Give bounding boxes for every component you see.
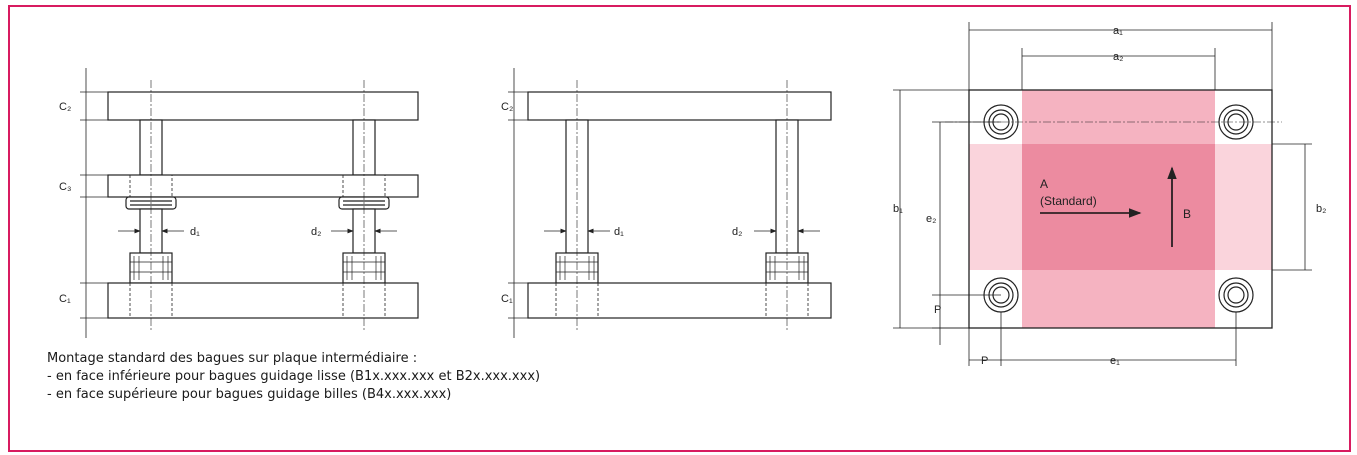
label-a2: a₂ xyxy=(1113,51,1123,63)
intermediate-plate xyxy=(107,174,419,198)
label-c3: C₃ xyxy=(59,181,71,193)
zone-light-right xyxy=(1215,144,1272,270)
label-c2-mid: C₂ xyxy=(501,101,513,113)
label-a1: a₁ xyxy=(1113,25,1123,37)
label-zone-a-standard: (Standard) xyxy=(1040,194,1097,208)
view-standard-die-set xyxy=(508,68,832,338)
label-d2-mid: d₂ xyxy=(732,226,742,238)
label-d2-left: d₂ xyxy=(311,226,321,238)
label-e1: e₁ xyxy=(1110,355,1120,367)
bottom-plate xyxy=(107,282,419,319)
caption-line-3: - en face supérieure pour bagues guidage… xyxy=(47,387,452,402)
zone-side-top xyxy=(1022,90,1215,144)
caption-line-1: Montage standard des bagues sur plaque i… xyxy=(47,351,418,366)
label-zone-a: A xyxy=(1040,177,1048,191)
plate-outline xyxy=(968,89,1273,329)
label-c2-left: C₂ xyxy=(59,101,71,113)
zone-light-left xyxy=(969,144,1022,270)
top-plate-2 xyxy=(527,91,832,121)
pillar-bottom-right xyxy=(1218,277,1254,313)
label-d1-mid: d₁ xyxy=(614,226,624,238)
zone-side-bottom xyxy=(1022,270,1215,328)
label-c1-left: C₁ xyxy=(59,293,71,305)
label-p-vertical: P xyxy=(934,304,941,316)
label-zone-b: B xyxy=(1183,207,1191,221)
label-b2: b₂ xyxy=(1316,203,1326,215)
drawing-frame xyxy=(8,5,1351,452)
label-c1-mid: C₁ xyxy=(501,293,513,305)
bottom-plate-2 xyxy=(527,282,832,319)
caption-line-2: - en face inférieure pour bagues guidage… xyxy=(47,369,541,384)
view-with-intermediate-plate xyxy=(80,68,419,338)
label-p-horizontal: P xyxy=(981,355,988,367)
top-plate xyxy=(107,91,419,121)
zone-standard xyxy=(1022,144,1215,270)
label-d1-left: d₁ xyxy=(190,226,200,238)
caption: Montage standard des bagues sur plaque i… xyxy=(47,350,540,404)
plan-view xyxy=(893,22,1312,366)
label-b1: b₁ xyxy=(893,203,903,215)
label-e2: e₂ xyxy=(926,213,936,225)
